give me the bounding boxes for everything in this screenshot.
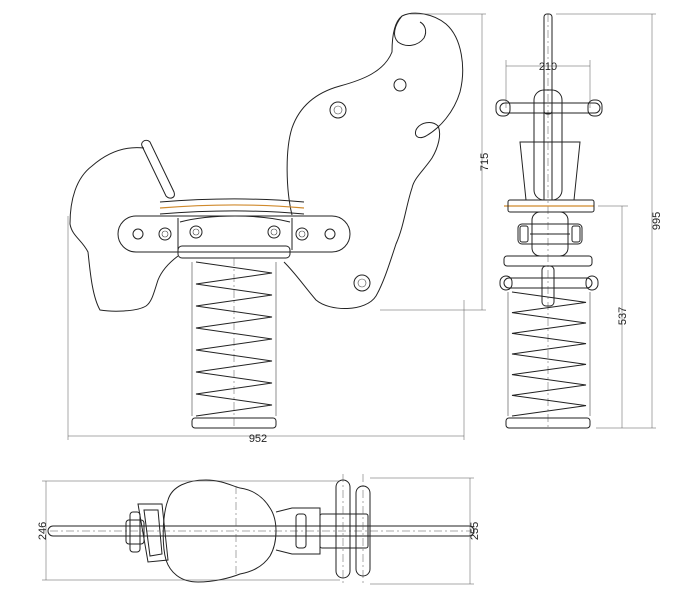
spring-coil (511, 291, 587, 417)
bolt-icon (324, 228, 336, 240)
bolt-icon (295, 227, 309, 241)
back-handle (141, 139, 175, 199)
plate-bolts (132, 225, 336, 241)
dim-952: 952 (249, 433, 267, 445)
top-tail (137, 503, 169, 563)
side-dimensions: 952 715 (67, 13, 491, 445)
front-spring (507, 291, 591, 417)
upper-bolt-icon (329, 101, 347, 119)
bolt-icon (267, 225, 281, 239)
dim-246: 246 (37, 522, 49, 540)
seat-strip (159, 204, 305, 209)
mount-plate (117, 215, 351, 253)
handlebar (499, 102, 601, 114)
front-view (495, 13, 603, 430)
top-body-outline (162, 479, 277, 583)
tail-trapezoid (519, 141, 581, 201)
top-view (47, 474, 475, 586)
front-dimensions: 210 995 537 (505, 13, 663, 429)
dim-995: 995 (651, 212, 663, 230)
eye-circle (393, 78, 407, 92)
side-view (69, 12, 464, 429)
bolt-icon (158, 227, 172, 241)
dim-537: 537 (617, 307, 629, 325)
dim-715: 715 (479, 153, 491, 171)
dim-255: 255 (469, 522, 481, 540)
top-dimensions: 246 255 (37, 477, 481, 585)
spring-coil (195, 261, 273, 417)
trunk-curl (394, 15, 427, 46)
bolt-icon (132, 228, 144, 240)
dim-210: 210 (539, 61, 557, 73)
lower-bolt-icon (353, 274, 371, 292)
side-spring (191, 261, 277, 417)
elephant-back-outline (69, 147, 179, 312)
elephant-head-outline (283, 12, 464, 310)
bolt-icon (189, 225, 203, 239)
